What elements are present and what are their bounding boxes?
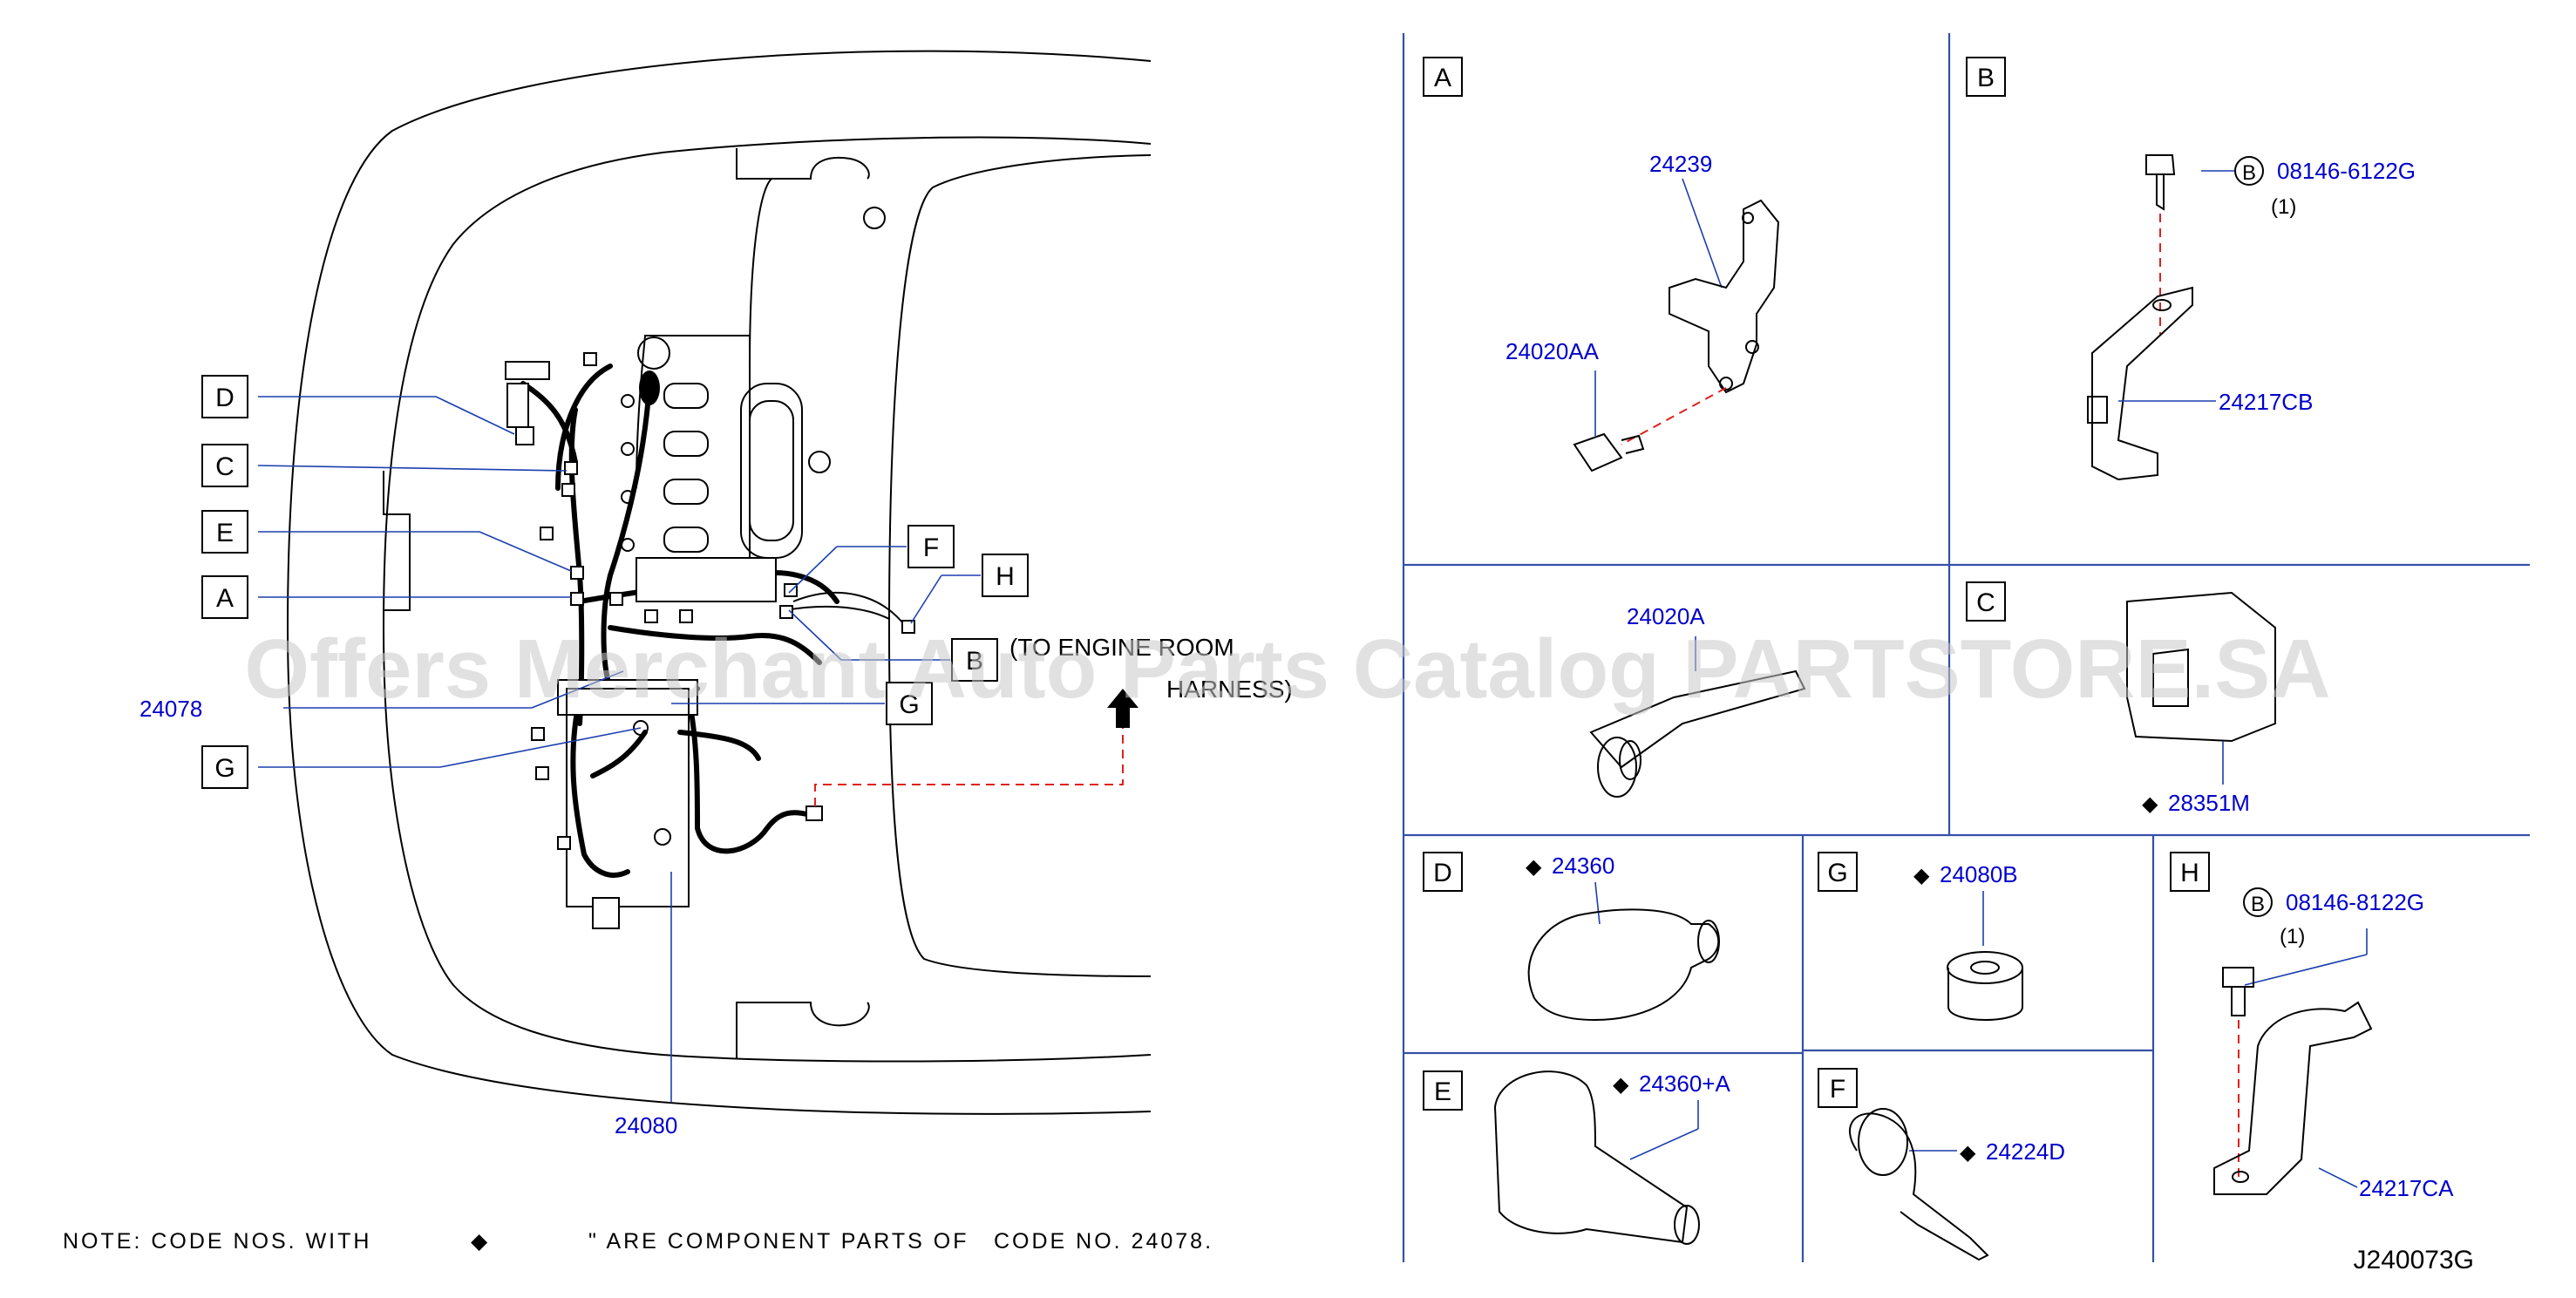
to-harness-label-line2: HARNESS) [1166,676,1293,703]
svg-text:B: B [1977,64,1995,92]
svg-text:24360+A: 24360+A [1639,1070,1730,1097]
panel-e: E ◆ 24360+A [1423,1070,1730,1245]
diamond-icon: ◆ [1526,855,1542,879]
up-arrow-icon [1107,689,1138,728]
svg-text:24360: 24360 [1552,853,1614,879]
boot-24360 [1527,908,1720,1022]
svg-text:24020AA: 24020AA [1505,338,1600,364]
diagram-code: J240073G [2354,1246,2474,1274]
b-circle-icon [2243,887,2273,917]
diamond-icon: ◆ [1913,864,1930,887]
svg-text:A: A [216,584,234,613]
bolt-08146-8122g [2222,967,2254,1016]
svg-text:(1): (1) [2271,195,2296,219]
svg-text:28351M: 28351M [2168,790,2250,816]
svg-text:E: E [1434,1077,1451,1106]
svg-text:24217CB: 24217CB [2219,389,2313,415]
callout-box-f: F [907,525,955,568]
detail-grid [1402,33,2530,1262]
stud-24020a [1589,669,1806,769]
callout-leaders [257,396,981,1103]
svg-text:D: D [215,384,234,412]
svg-text:B: B [966,647,983,676]
svg-text:24239: 24239 [1649,151,1712,177]
grommet-24080b [1947,968,2023,1021]
svg-text:A: A [1434,64,1451,92]
diamond-icon: ◆ [1960,1141,1976,1165]
ignition-coils [621,383,709,553]
panel-d: D ◆ 24360 [1423,852,1720,1022]
svg-text:08146-6122G: 08146-6122G [2277,158,2416,184]
panel-h: H B 08146-8122G (1) 24217CA [2170,852,2454,1201]
panel-g: G ◆ 24080B [1818,852,2023,1021]
svg-text:E: E [216,519,234,547]
callout-box-b: B [951,638,998,682]
b-circle-icon [2234,156,2264,186]
boot-24360a [1493,1070,1689,1244]
vehicle-outline [286,50,1152,1115]
callout-box-e: E [201,510,248,554]
callout-box-h: H [982,554,1029,597]
svg-text:NOTE: CODE NOS. WITH: NOTE: CODE NOS. WITH [63,1229,371,1254]
note-line: NOTE: CODE NOS. WITH ◆ " ARE COMPONENT P… [63,1229,1213,1254]
svg-text:C: C [1976,588,1995,617]
part-label-24080: 24080 [615,1112,677,1138]
diamond-icon: ◆ [1613,1073,1629,1097]
svg-text:24217CA: 24217CA [2359,1175,2454,1201]
harness-connectors [505,352,915,929]
svg-text:F: F [923,533,939,562]
svg-text:H: H [996,562,1015,591]
svg-text:B: B [2242,161,2256,185]
panel-a: A 24239 24020AA [1423,57,1780,472]
svg-text:" ARE COMPONENT PARTS OF: " ARE COMPONENT PARTS OF [588,1229,969,1254]
svg-text:D: D [1433,859,1452,887]
bolt-24020aa [1573,432,1645,472]
svg-text:24224D: 24224D [1986,1138,2065,1165]
part-label-24078: 24078 [139,696,202,722]
bracket-24217cb [2091,286,2193,481]
route-to-engine-room [814,728,1124,806]
connector-28351m [2126,591,2276,743]
svg-text:24080B: 24080B [1940,861,2018,887]
callout-box-d: D [201,375,248,418]
panel-b: B B 08146-6122G (1) 24217CB [1966,57,2416,481]
bolt-08146-6122g [2145,154,2176,211]
svg-text:G: G [1827,859,1847,887]
svg-text:C: C [215,452,234,481]
svg-text:(1): (1) [2280,925,2305,948]
panel-a-lower: 24020A [1589,603,1806,798]
panel-c: C ◆ 28351M [1966,581,2276,816]
diamond-icon: ◆ [471,1229,490,1254]
engine-harness [520,364,907,878]
bracket-24217ca [2213,1001,2373,1195]
svg-text:B: B [2251,893,2265,916]
svg-text:CODE NO. 24078.: CODE NO. 24078. [994,1229,1213,1254]
svg-text:G: G [899,690,919,719]
svg-text:G: G [214,754,234,783]
svg-text:24020A: 24020A [1627,603,1705,629]
svg-text:08146-8122G: 08146-8122G [2286,889,2424,915]
panel-f: F ◆ 24224D [1818,1068,2065,1261]
to-harness-label-line1: (TO ENGINE ROOM [1009,634,1234,661]
watermark: Offers Merchant Auto Parts Catalog PARTS… [244,622,2330,716]
callout-box-g-left: G [201,745,248,789]
diamond-icon: ◆ [2142,792,2158,816]
svg-text:H: H [2180,859,2199,887]
svg-text:F: F [1830,1075,1845,1104]
callout-box-a: A [201,575,248,619]
bracket-24239 [1669,199,1780,394]
cable-tie-24224d [1848,1112,1989,1261]
callout-box-c: C [201,444,248,487]
callout-box-g-right: G [886,682,933,725]
